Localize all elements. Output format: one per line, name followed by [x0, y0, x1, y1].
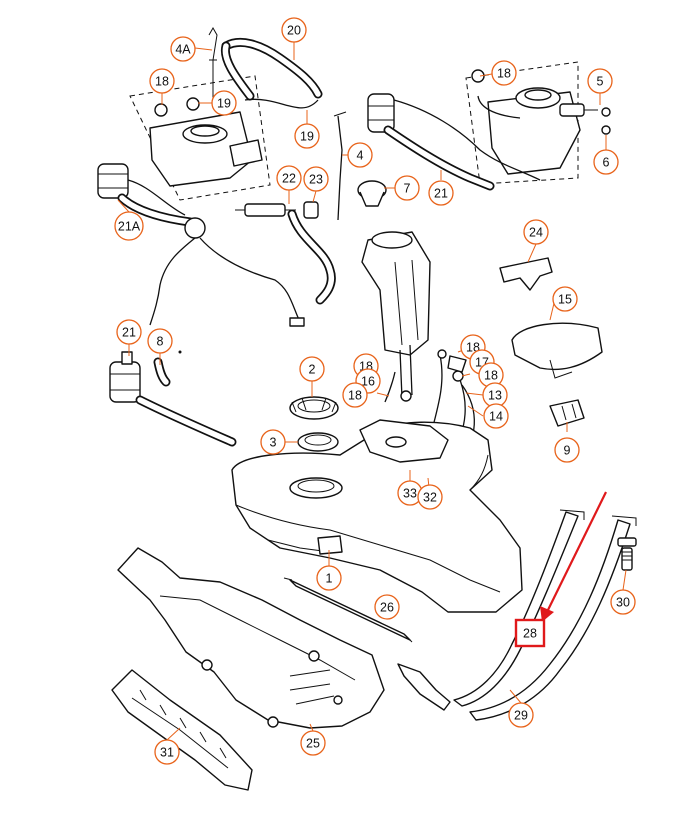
svg-text:1: 1	[326, 572, 333, 586]
callout-22[interactable]: 22	[276, 165, 302, 191]
callout-6[interactable]: 6	[593, 149, 619, 175]
bolt-30	[617, 537, 637, 571]
svg-text:8: 8	[157, 335, 164, 349]
svg-text:7: 7	[404, 182, 411, 196]
callout-31[interactable]: 31	[154, 739, 180, 765]
callout-25[interactable]: 25	[300, 730, 326, 756]
svg-text:5: 5	[597, 75, 604, 89]
carbon-canister-21A	[97, 163, 305, 327]
svg-text:4A: 4A	[175, 43, 191, 57]
callout-1[interactable]: 1	[316, 565, 342, 591]
svg-text:33: 33	[403, 487, 417, 501]
tension-strap-28	[453, 509, 585, 707]
svg-text:4: 4	[357, 149, 364, 163]
svg-text:24: 24	[529, 226, 543, 240]
callout-20[interactable]: 20	[281, 17, 307, 43]
clip-9	[549, 399, 585, 427]
svg-text:2: 2	[309, 363, 316, 377]
valve-22	[235, 201, 336, 305]
callout-19[interactable]: 19	[211, 90, 237, 116]
svg-text:25: 25	[306, 737, 320, 751]
callout-2[interactable]: 2	[299, 356, 325, 382]
svg-text:20: 20	[287, 24, 301, 38]
callout-21A[interactable]: 21A	[114, 211, 144, 241]
callout-14[interactable]: 14	[483, 403, 509, 429]
svg-text:14: 14	[489, 410, 503, 424]
seal-3	[297, 432, 339, 452]
callout-18[interactable]: 18	[149, 68, 175, 94]
svg-text:3: 3	[270, 436, 277, 450]
svg-text:31: 31	[160, 746, 174, 760]
callout-5[interactable]: 5	[587, 68, 613, 94]
locking-ring-2	[289, 396, 339, 420]
callout-26[interactable]: 26	[374, 594, 400, 620]
bracket-24	[499, 257, 553, 291]
cover-15	[511, 322, 603, 379]
fuel-tank-1	[231, 419, 523, 613]
callout-24[interactable]: 24	[523, 219, 549, 245]
carbon-canister-21-mid	[109, 351, 237, 447]
filler-cap-7	[333, 111, 387, 221]
line-art	[97, 26, 637, 791]
svg-text:18: 18	[484, 369, 498, 383]
strap-26	[283, 577, 413, 643]
callout-18[interactable]: 18	[342, 382, 368, 408]
callout-33[interactable]: 33	[397, 480, 423, 506]
callout-9[interactable]: 9	[554, 437, 580, 463]
svg-text:21: 21	[434, 187, 448, 201]
svg-text:15: 15	[558, 293, 572, 307]
svg-text:26: 26	[380, 601, 394, 615]
svg-text:21: 21	[122, 326, 136, 340]
svg-text:6: 6	[603, 156, 610, 170]
callout-21[interactable]: 21	[116, 319, 142, 345]
tension-strap-29	[397, 515, 637, 721]
breather-hose-20	[220, 38, 323, 101]
svg-text:28: 28	[523, 627, 537, 641]
callout-21[interactable]: 21	[428, 180, 454, 206]
callout-7[interactable]: 7	[394, 175, 420, 201]
leader-lines	[117, 42, 627, 741]
carbon-canister-21-top	[367, 93, 541, 191]
svg-text:29: 29	[514, 709, 528, 723]
highlight-arrow	[540, 491, 607, 622]
callout-30[interactable]: 30	[610, 589, 636, 615]
svg-text:16: 16	[361, 375, 375, 389]
svg-text:30: 30	[616, 596, 630, 610]
marker-dot	[178, 350, 182, 354]
callout-15[interactable]: 15	[552, 286, 578, 312]
svg-text:23: 23	[309, 173, 323, 187]
callout-4[interactable]: 4	[347, 142, 373, 168]
callout-18[interactable]: 18	[478, 362, 504, 388]
callout-4A[interactable]: 4A	[170, 36, 196, 62]
callout-3[interactable]: 3	[260, 429, 286, 455]
svg-text:19: 19	[217, 97, 231, 111]
svg-text:18: 18	[497, 67, 511, 81]
svg-text:21A: 21A	[118, 220, 141, 234]
svg-text:18: 18	[348, 389, 362, 403]
heat-shield-25	[117, 547, 385, 729]
svg-text:13: 13	[488, 389, 502, 403]
callouts: 20 4A 18 19 18 5 6 19	[114, 17, 636, 765]
callout-29[interactable]: 29	[508, 702, 534, 728]
protective-plate-31	[111, 669, 253, 791]
filler-housing-right	[465, 61, 611, 185]
callout-23[interactable]: 23	[303, 166, 329, 192]
callout-18[interactable]: 18	[491, 60, 517, 86]
filler-neck-housing-left	[129, 26, 319, 201]
svg-text:9: 9	[564, 444, 571, 458]
filler-neck-tube	[361, 231, 431, 399]
svg-text:18: 18	[155, 75, 169, 89]
callout-8[interactable]: 8	[147, 328, 173, 354]
svg-text:32: 32	[423, 491, 437, 505]
callout-32[interactable]: 32	[417, 484, 443, 510]
callout-13[interactable]: 13	[482, 382, 508, 408]
callout-28-highlighted[interactable]: 28	[514, 618, 546, 648]
svg-text:22: 22	[282, 172, 296, 186]
svg-text:19: 19	[300, 130, 314, 144]
callout-19[interactable]: 19	[294, 123, 320, 149]
